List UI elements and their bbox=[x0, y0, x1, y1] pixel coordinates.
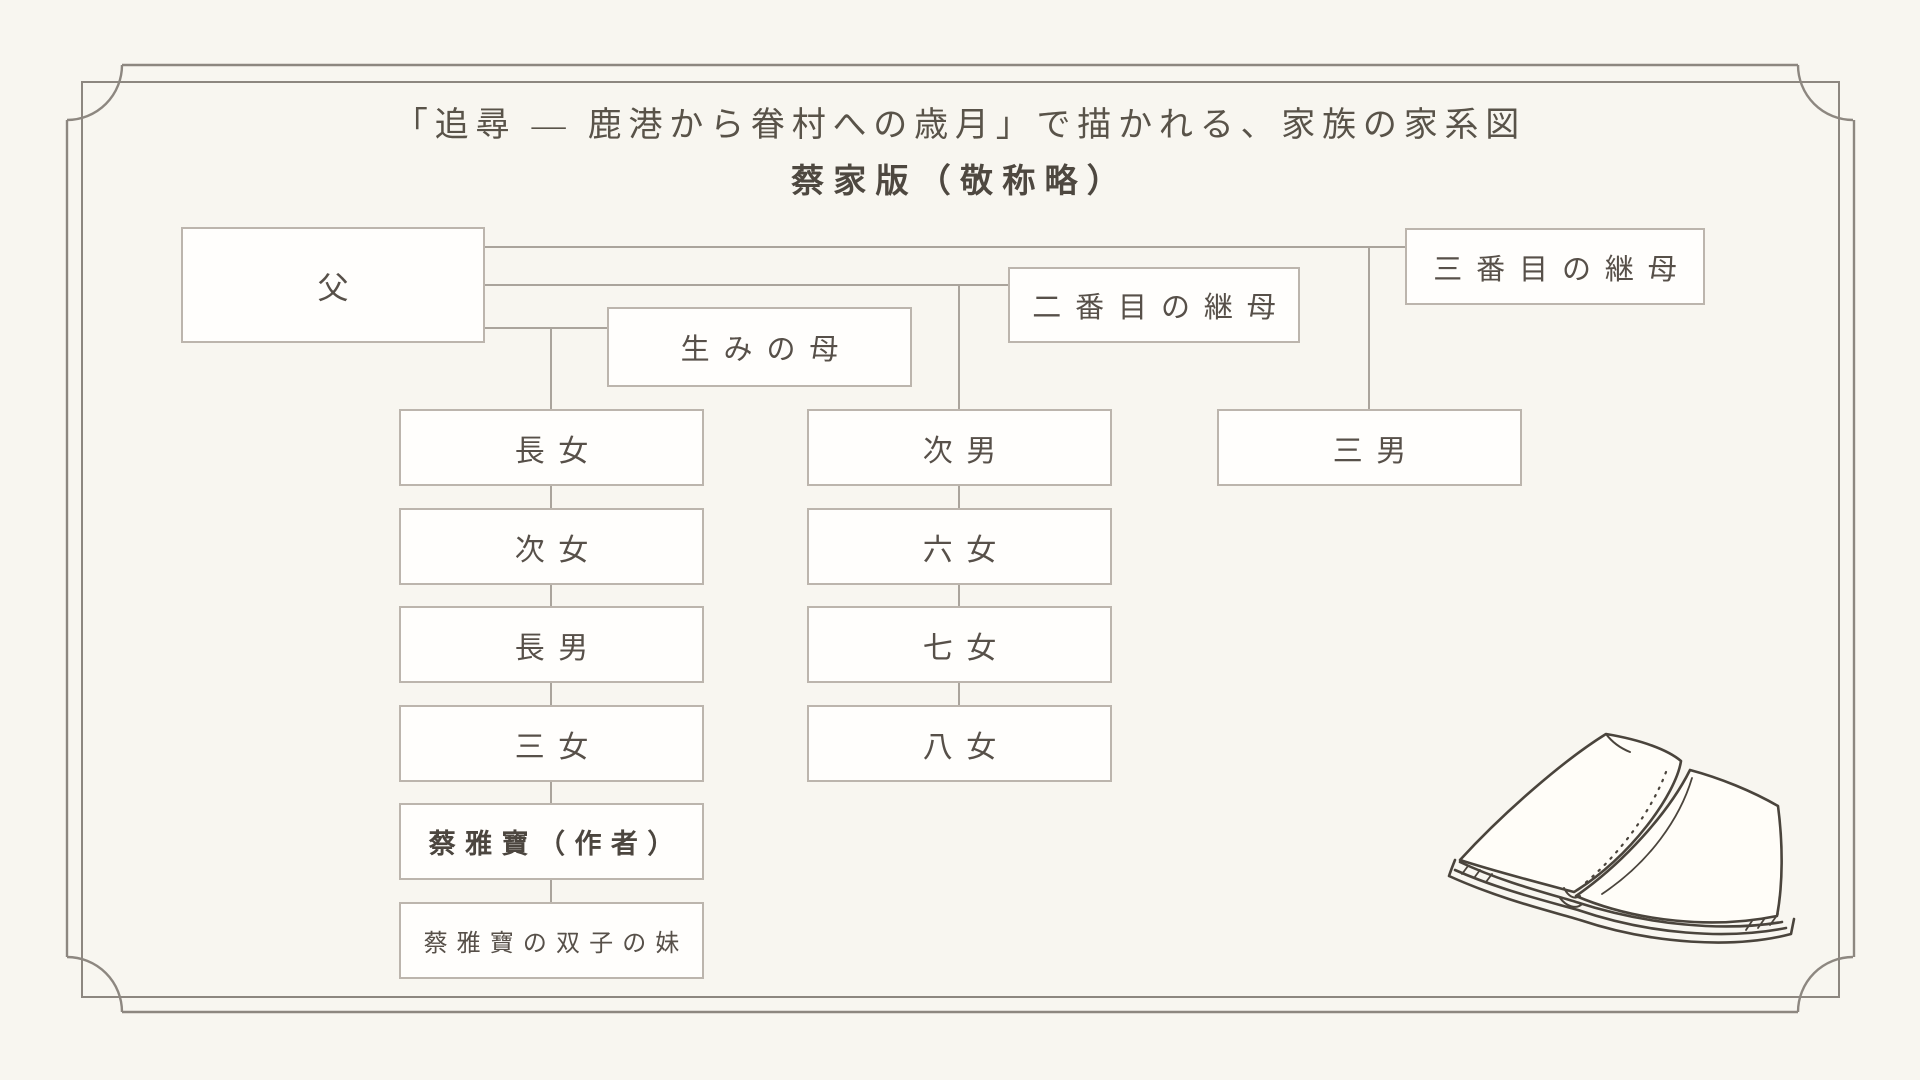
node-label: 長女 bbox=[514, 434, 602, 468]
book-right-page bbox=[1574, 768, 1783, 924]
diagram-header: 「追尋 — 鹿港から眷村への歳月」で描かれる、家族の家系図 蔡家版（敬称略） bbox=[0, 106, 1920, 202]
child-drop-connectors bbox=[550, 247, 1370, 409]
node-second-son: 次男 bbox=[807, 409, 1112, 486]
node-label: 三女 bbox=[514, 730, 602, 764]
node-eldest-son: 長男 bbox=[399, 606, 704, 683]
node-label: 次女 bbox=[514, 533, 602, 567]
node-eldest-daughter: 長女 bbox=[399, 409, 704, 486]
node-author-label: 蔡雅寶（作者） bbox=[428, 829, 684, 859]
node-author: 蔡雅寶（作者） bbox=[399, 803, 704, 880]
node-second-stepmother: 二番目の継母 bbox=[1008, 267, 1300, 343]
book-dotted-fold bbox=[1582, 770, 1668, 886]
open-book-icon bbox=[1447, 732, 1796, 944]
spouse-connectors bbox=[485, 246, 1405, 329]
node-author-twin-sister: 蔡雅寶の双子の妹 bbox=[399, 902, 704, 979]
node-second-daughter: 次女 bbox=[399, 508, 704, 585]
node-father: 父 bbox=[181, 227, 485, 343]
node-sixth-daughter: 六女 bbox=[807, 508, 1112, 585]
node-birth-mother: 生みの母 bbox=[607, 307, 912, 387]
book-corner-curl bbox=[1605, 733, 1631, 753]
book-page-stack-2 bbox=[1453, 868, 1788, 936]
node-second-stepmother-label: 二番目の継母 bbox=[1032, 292, 1290, 324]
frame-inner-rect bbox=[81, 81, 1840, 998]
book-back-cover bbox=[1447, 858, 1796, 944]
node-eighth-daughter: 八女 bbox=[807, 705, 1112, 782]
node-label: 七女 bbox=[922, 631, 1010, 665]
frame-outer-lines bbox=[65, 63, 1856, 1014]
node-seventh-daughter: 七女 bbox=[807, 606, 1112, 683]
node-third-son: 三男 bbox=[1217, 409, 1522, 486]
node-third-daughter: 三女 bbox=[399, 705, 704, 782]
node-third-stepmother: 三番目の継母 bbox=[1405, 228, 1705, 305]
node-label: 蔡雅寶の双子の妹 bbox=[423, 931, 689, 957]
node-label: 六女 bbox=[922, 533, 1010, 567]
node-third-stepmother-label: 三番目の継母 bbox=[1433, 253, 1691, 286]
book-spine-detail bbox=[1559, 887, 1583, 908]
node-label: 長男 bbox=[514, 631, 602, 665]
node-birth-mother-label: 生みの母 bbox=[680, 334, 853, 366]
frame-border bbox=[65, 63, 1856, 1014]
book-edge-hatching bbox=[1461, 865, 1779, 931]
node-label: 八女 bbox=[922, 730, 1010, 764]
book-page-stack bbox=[1458, 860, 1784, 928]
node-label: 次男 bbox=[922, 434, 1010, 468]
book-left-page bbox=[1458, 732, 1683, 894]
node-father-label: 父 bbox=[317, 270, 363, 306]
book-page-curve bbox=[1601, 777, 1693, 895]
page-subtitle: 蔡家版（敬称略） bbox=[791, 163, 1129, 200]
node-label: 三男 bbox=[1332, 434, 1420, 468]
page-title: 「追尋 — 鹿港から眷村への歳月」で描かれる、家族の家系図 bbox=[393, 107, 1527, 144]
tree-connector-lines bbox=[485, 246, 1405, 902]
frame-corner-arcs bbox=[66, 64, 1854, 1013]
sibling-connectors bbox=[550, 486, 960, 902]
